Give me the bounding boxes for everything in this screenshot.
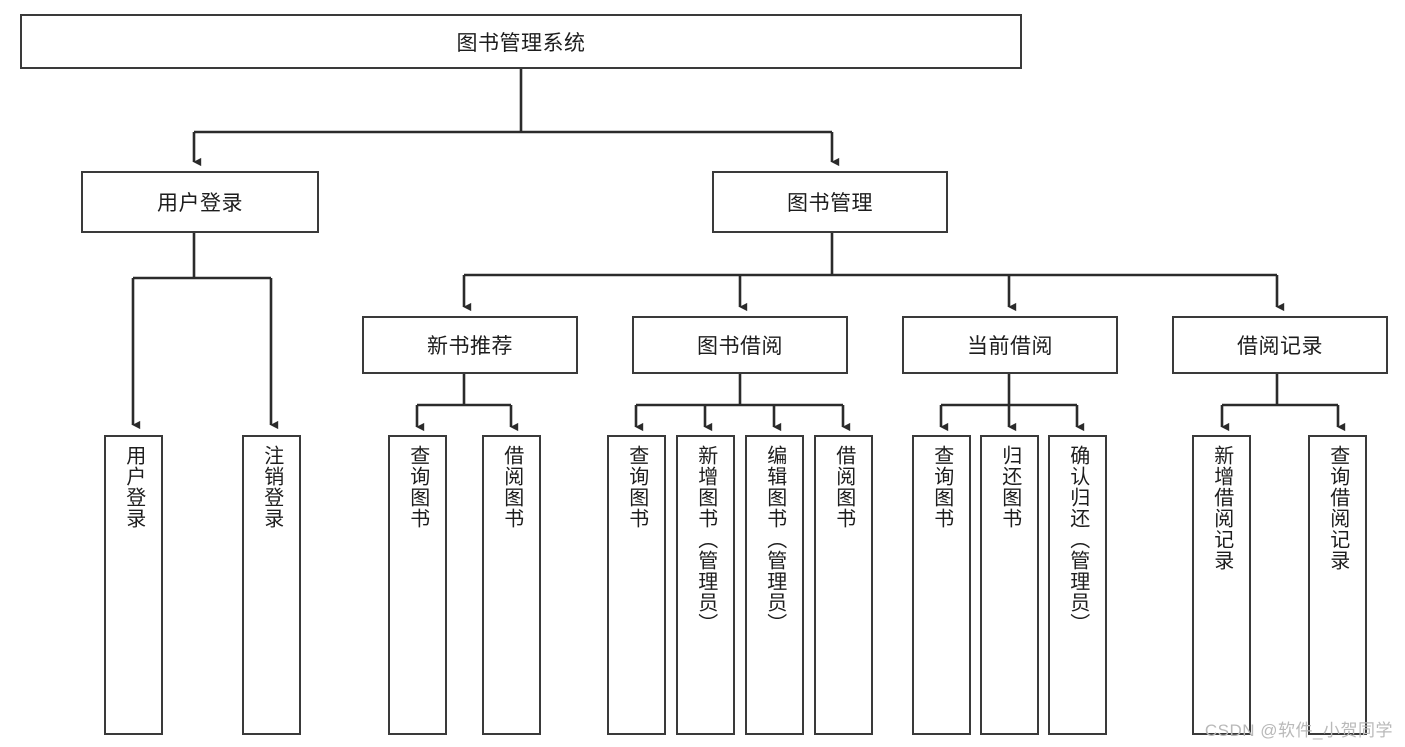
- node-leaf-query-book-2[interactable]: 查询图书: [607, 435, 666, 735]
- node-label: 图书管理系统: [456, 31, 586, 55]
- node-label: 查询借阅记录: [1326, 445, 1349, 571]
- node-label: 查询图书: [625, 445, 648, 529]
- node-leaf-logout-login[interactable]: 注销登录: [242, 435, 301, 735]
- node-book-borrow[interactable]: 图书借阅: [632, 316, 848, 374]
- node-label: 查询图书: [930, 445, 953, 529]
- node-label: 借阅图书: [500, 445, 523, 529]
- node-label: 用户登录: [122, 445, 145, 529]
- node-label: 用户登录: [157, 192, 243, 215]
- node-leaf-confirm-return[interactable]: 确认归还（管理员）: [1048, 435, 1107, 735]
- node-leaf-add-record[interactable]: 新增借阅记录: [1192, 435, 1251, 735]
- node-leaf-borrow-book-2[interactable]: 借阅图书: [814, 435, 873, 735]
- node-label: 查询图书: [406, 445, 429, 529]
- node-new-book-recommend[interactable]: 新书推荐: [362, 316, 578, 374]
- node-leaf-user-login[interactable]: 用户登录: [104, 435, 163, 735]
- node-label: 新增借阅记录: [1210, 445, 1233, 571]
- node-leaf-query-book-3[interactable]: 查询图书: [912, 435, 971, 735]
- node-label: 新书推荐: [427, 335, 513, 358]
- node-root-book-management-system[interactable]: 图书管理系统: [20, 14, 1022, 69]
- node-label: 编辑图书（管理员）: [763, 445, 786, 634]
- node-label: 确认归还（管理员）: [1066, 445, 1089, 634]
- node-borrow-record[interactable]: 借阅记录: [1172, 316, 1388, 374]
- node-label: 归还图书: [998, 445, 1021, 529]
- node-leaf-borrow-book-1[interactable]: 借阅图书: [482, 435, 541, 735]
- node-label: 图书管理: [787, 192, 873, 215]
- node-leaf-query-record[interactable]: 查询借阅记录: [1308, 435, 1367, 735]
- node-current-borrow[interactable]: 当前借阅: [902, 316, 1118, 374]
- node-label: 当前借阅: [967, 335, 1053, 358]
- node-leaf-query-book-1[interactable]: 查询图书: [388, 435, 447, 735]
- node-leaf-return-book[interactable]: 归还图书: [980, 435, 1039, 735]
- node-book-management[interactable]: 图书管理: [712, 171, 948, 233]
- node-label: 新增图书（管理员）: [694, 445, 717, 634]
- node-user-login[interactable]: 用户登录: [81, 171, 319, 233]
- node-leaf-add-book[interactable]: 新增图书（管理员）: [676, 435, 735, 735]
- node-label: 借阅图书: [832, 445, 855, 529]
- node-label: 图书借阅: [697, 335, 783, 358]
- node-label: 注销登录: [260, 445, 283, 529]
- node-label: 借阅记录: [1237, 335, 1323, 358]
- node-leaf-edit-book[interactable]: 编辑图书（管理员）: [745, 435, 804, 735]
